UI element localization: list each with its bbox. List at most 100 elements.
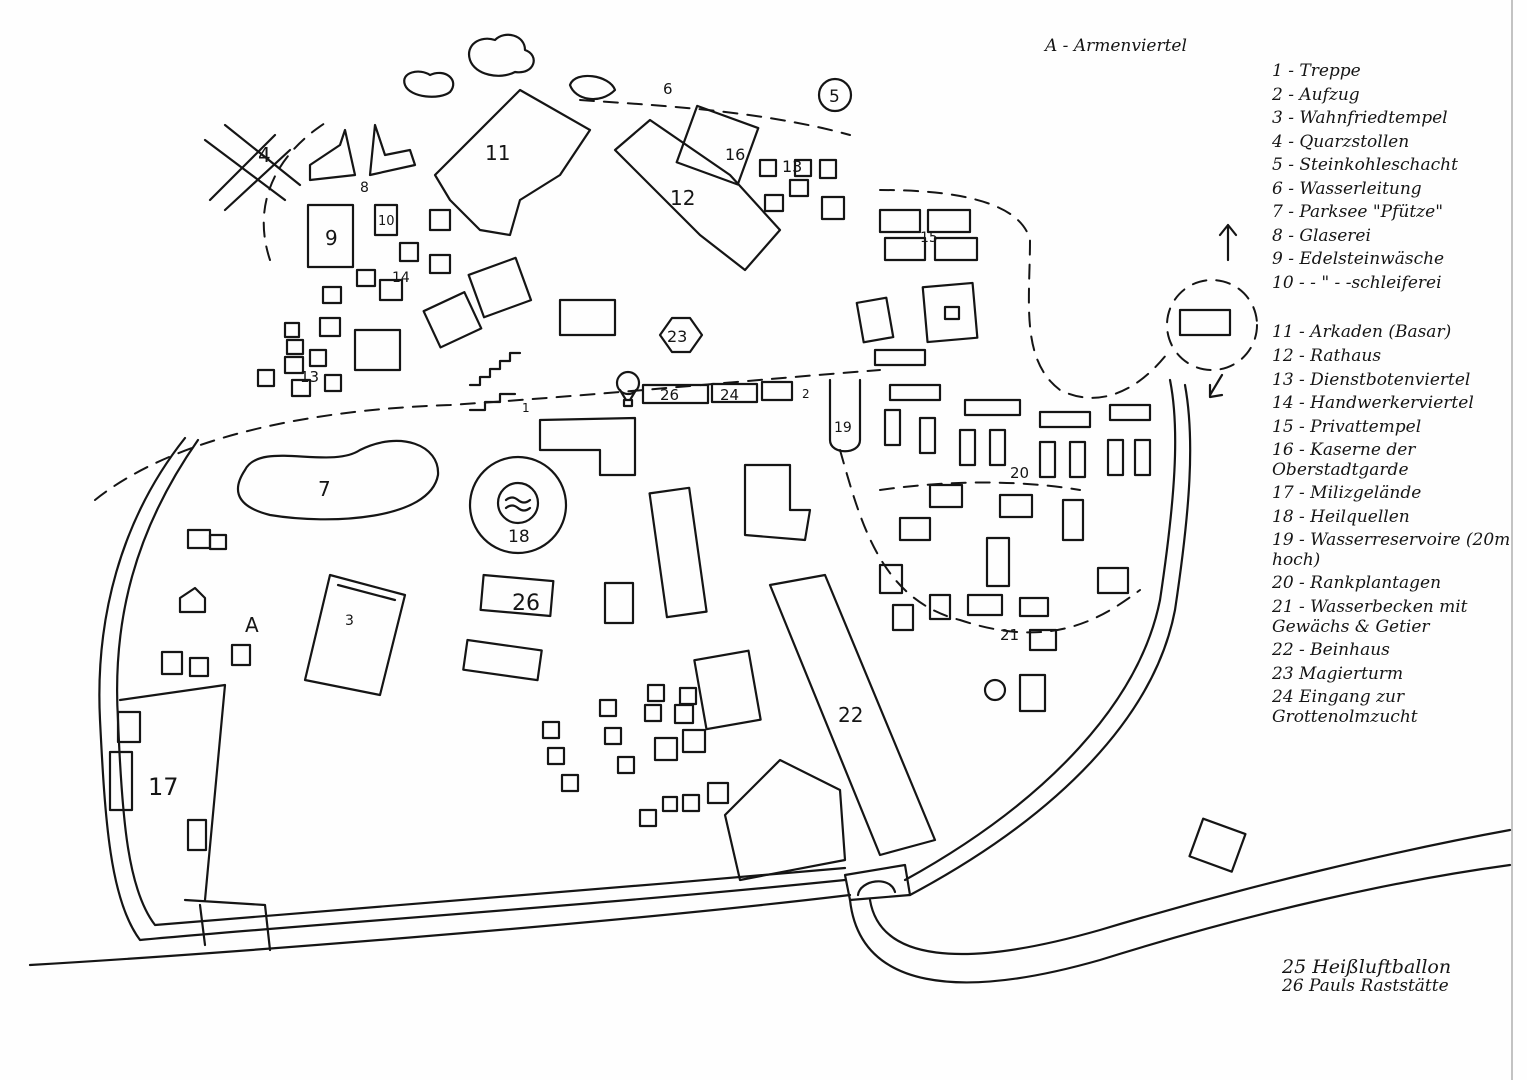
tower-plaza: [1166, 279, 1258, 371]
legend-item: 10 - - " - -schleiferei: [1272, 272, 1442, 293]
map-label-4: 4: [258, 143, 271, 167]
map-label-18: 18: [508, 527, 530, 547]
legend-item: 24 Eingang zur Grottenolmzucht: [1272, 687, 1418, 727]
water-reservoir: [828, 378, 862, 453]
district-a-label: A - Armenviertel: [1045, 36, 1187, 56]
legend-item: 9 - Edelsteinwäsche: [1272, 249, 1445, 270]
legend-item: 1 - Treppe: [1272, 61, 1361, 81]
balloon-basket: [618, 388, 638, 408]
hot-springs-outer: [468, 455, 568, 555]
legend-item: 19 - Wasserreservoire (20m hoch): [1272, 530, 1511, 570]
road-south-east: [868, 828, 1512, 956]
glassworks: [308, 123, 417, 182]
legend-item: 2 - Aufzug: [1272, 84, 1360, 105]
legend-item: 16 - Kaserne der Oberstadtgarde: [1272, 440, 1416, 480]
upper-town-boundary: [94, 369, 881, 501]
gem-washery: [306, 203, 355, 269]
map-label-5: 5: [829, 87, 840, 107]
road-right-inner: [908, 383, 1192, 897]
stairs: [468, 351, 522, 412]
map-legend: 1 - Treppe 2 - Aufzug 3 - Wahnfriedtempe…: [1272, 61, 1517, 731]
vine-plantations: [883, 383, 1152, 479]
pond-boundary: [879, 481, 1081, 491]
map-label-17: 17: [148, 773, 179, 801]
legend-item: 3 - Wahnfriedtempel: [1272, 108, 1448, 129]
map-label-16: 16: [725, 145, 745, 164]
city-gate: [843, 863, 912, 902]
grotto-entrance: [710, 382, 759, 404]
building: [116, 710, 142, 744]
map-label-6: 6: [663, 80, 673, 98]
arrow-icon: [1208, 223, 1238, 399]
map-label-10: 10: [378, 214, 395, 229]
lower-town-buildings: [160, 416, 1247, 873]
coal-shaft-marker: [817, 77, 853, 113]
legend-item: 17 - Milizgelände: [1272, 483, 1422, 504]
map-label-13: 13: [782, 157, 802, 176]
map-label-12: 12: [670, 186, 695, 210]
map-label-23: 23: [667, 327, 687, 346]
cloud-icon: [568, 74, 617, 101]
legend-item: 21 - Wasserbecken mit Gewächs & Getier: [1272, 597, 1468, 637]
legend-item: 15 - Privattempel: [1272, 416, 1422, 437]
legend-item: 23 Magierturm: [1272, 663, 1404, 684]
map-label-26: 26: [512, 591, 540, 616]
cloud-icon: [467, 33, 535, 77]
map-label-7: 7: [318, 477, 331, 501]
building: [186, 818, 208, 852]
legend-item: 7 - Parksee "Pfütze": [1272, 202, 1444, 223]
town-hall: [613, 118, 782, 272]
map-label-3: 3: [345, 613, 354, 629]
legend-item: 22 - Beinhaus: [1272, 640, 1390, 661]
map-label-15: 15: [920, 230, 938, 246]
plantation-boundary: [839, 449, 1141, 634]
water-basins: [878, 483, 1130, 713]
legend-item-25: 25 Heißluftballon: [1282, 956, 1452, 978]
east-boundary: [879, 189, 1171, 399]
quartz-tunnel: [203, 123, 302, 212]
legend-item: 13 - Dienstbotenviertel: [1272, 369, 1471, 390]
temple-wahnfried: [303, 573, 407, 697]
outer-road-left: [98, 436, 847, 942]
legend-item: 14 - Handwerkerviertel: [1272, 393, 1474, 414]
legend-item: 4 - Quarzstollen: [1272, 131, 1410, 152]
paul-rest-stop-small: [641, 383, 710, 405]
map-label-11: 11: [485, 141, 510, 165]
upper-town-buildings: [256, 158, 979, 398]
wizard-tower: [658, 316, 704, 354]
map-label-26-small: 26: [660, 386, 679, 404]
map-label-21: 21: [1000, 626, 1019, 644]
outer-road-left-inner: [115, 438, 847, 927]
ossuary: [768, 573, 937, 857]
map-label-1: 1: [522, 401, 530, 415]
plaza-building: [1178, 308, 1232, 337]
legend-item-26: 26 Pauls Raststätte: [1282, 975, 1449, 996]
building: [108, 750, 134, 812]
map-label-24: 24: [720, 386, 739, 404]
lake-parksee: [237, 439, 440, 521]
map-label-19: 19: [834, 420, 852, 436]
map-label-13: 13: [300, 368, 319, 386]
water-wave-icon: [504, 496, 532, 512]
map-label-14: 14: [392, 270, 410, 286]
legend-item: 6 - Wasserleitung: [1272, 178, 1422, 199]
legend-item: 12 - Rathaus: [1272, 346, 1382, 367]
hot-air-balloon-icon: [615, 370, 641, 396]
road-south-east-2: [848, 863, 1512, 984]
elevator: [760, 380, 794, 402]
legend-item: 11 - Arkaden (Basar): [1272, 322, 1452, 343]
legend-item: 20 - Rankplantagen: [1272, 573, 1442, 594]
militia-grounds: [118, 683, 272, 952]
map-label-22: 22: [838, 703, 863, 727]
map-label-a: A: [245, 613, 259, 637]
map-label-2: 2: [802, 387, 810, 401]
legend-item: 18 - Heilquellen: [1272, 506, 1410, 527]
legend-item: 5 - Steinkohleschacht: [1272, 155, 1458, 176]
cloud-icon: [403, 70, 455, 98]
map-label-9: 9: [325, 226, 338, 250]
map-label-20: 20: [1010, 464, 1029, 482]
hot-springs-inner: [496, 481, 540, 525]
legend-item: 8 - Glaserei: [1272, 225, 1371, 246]
